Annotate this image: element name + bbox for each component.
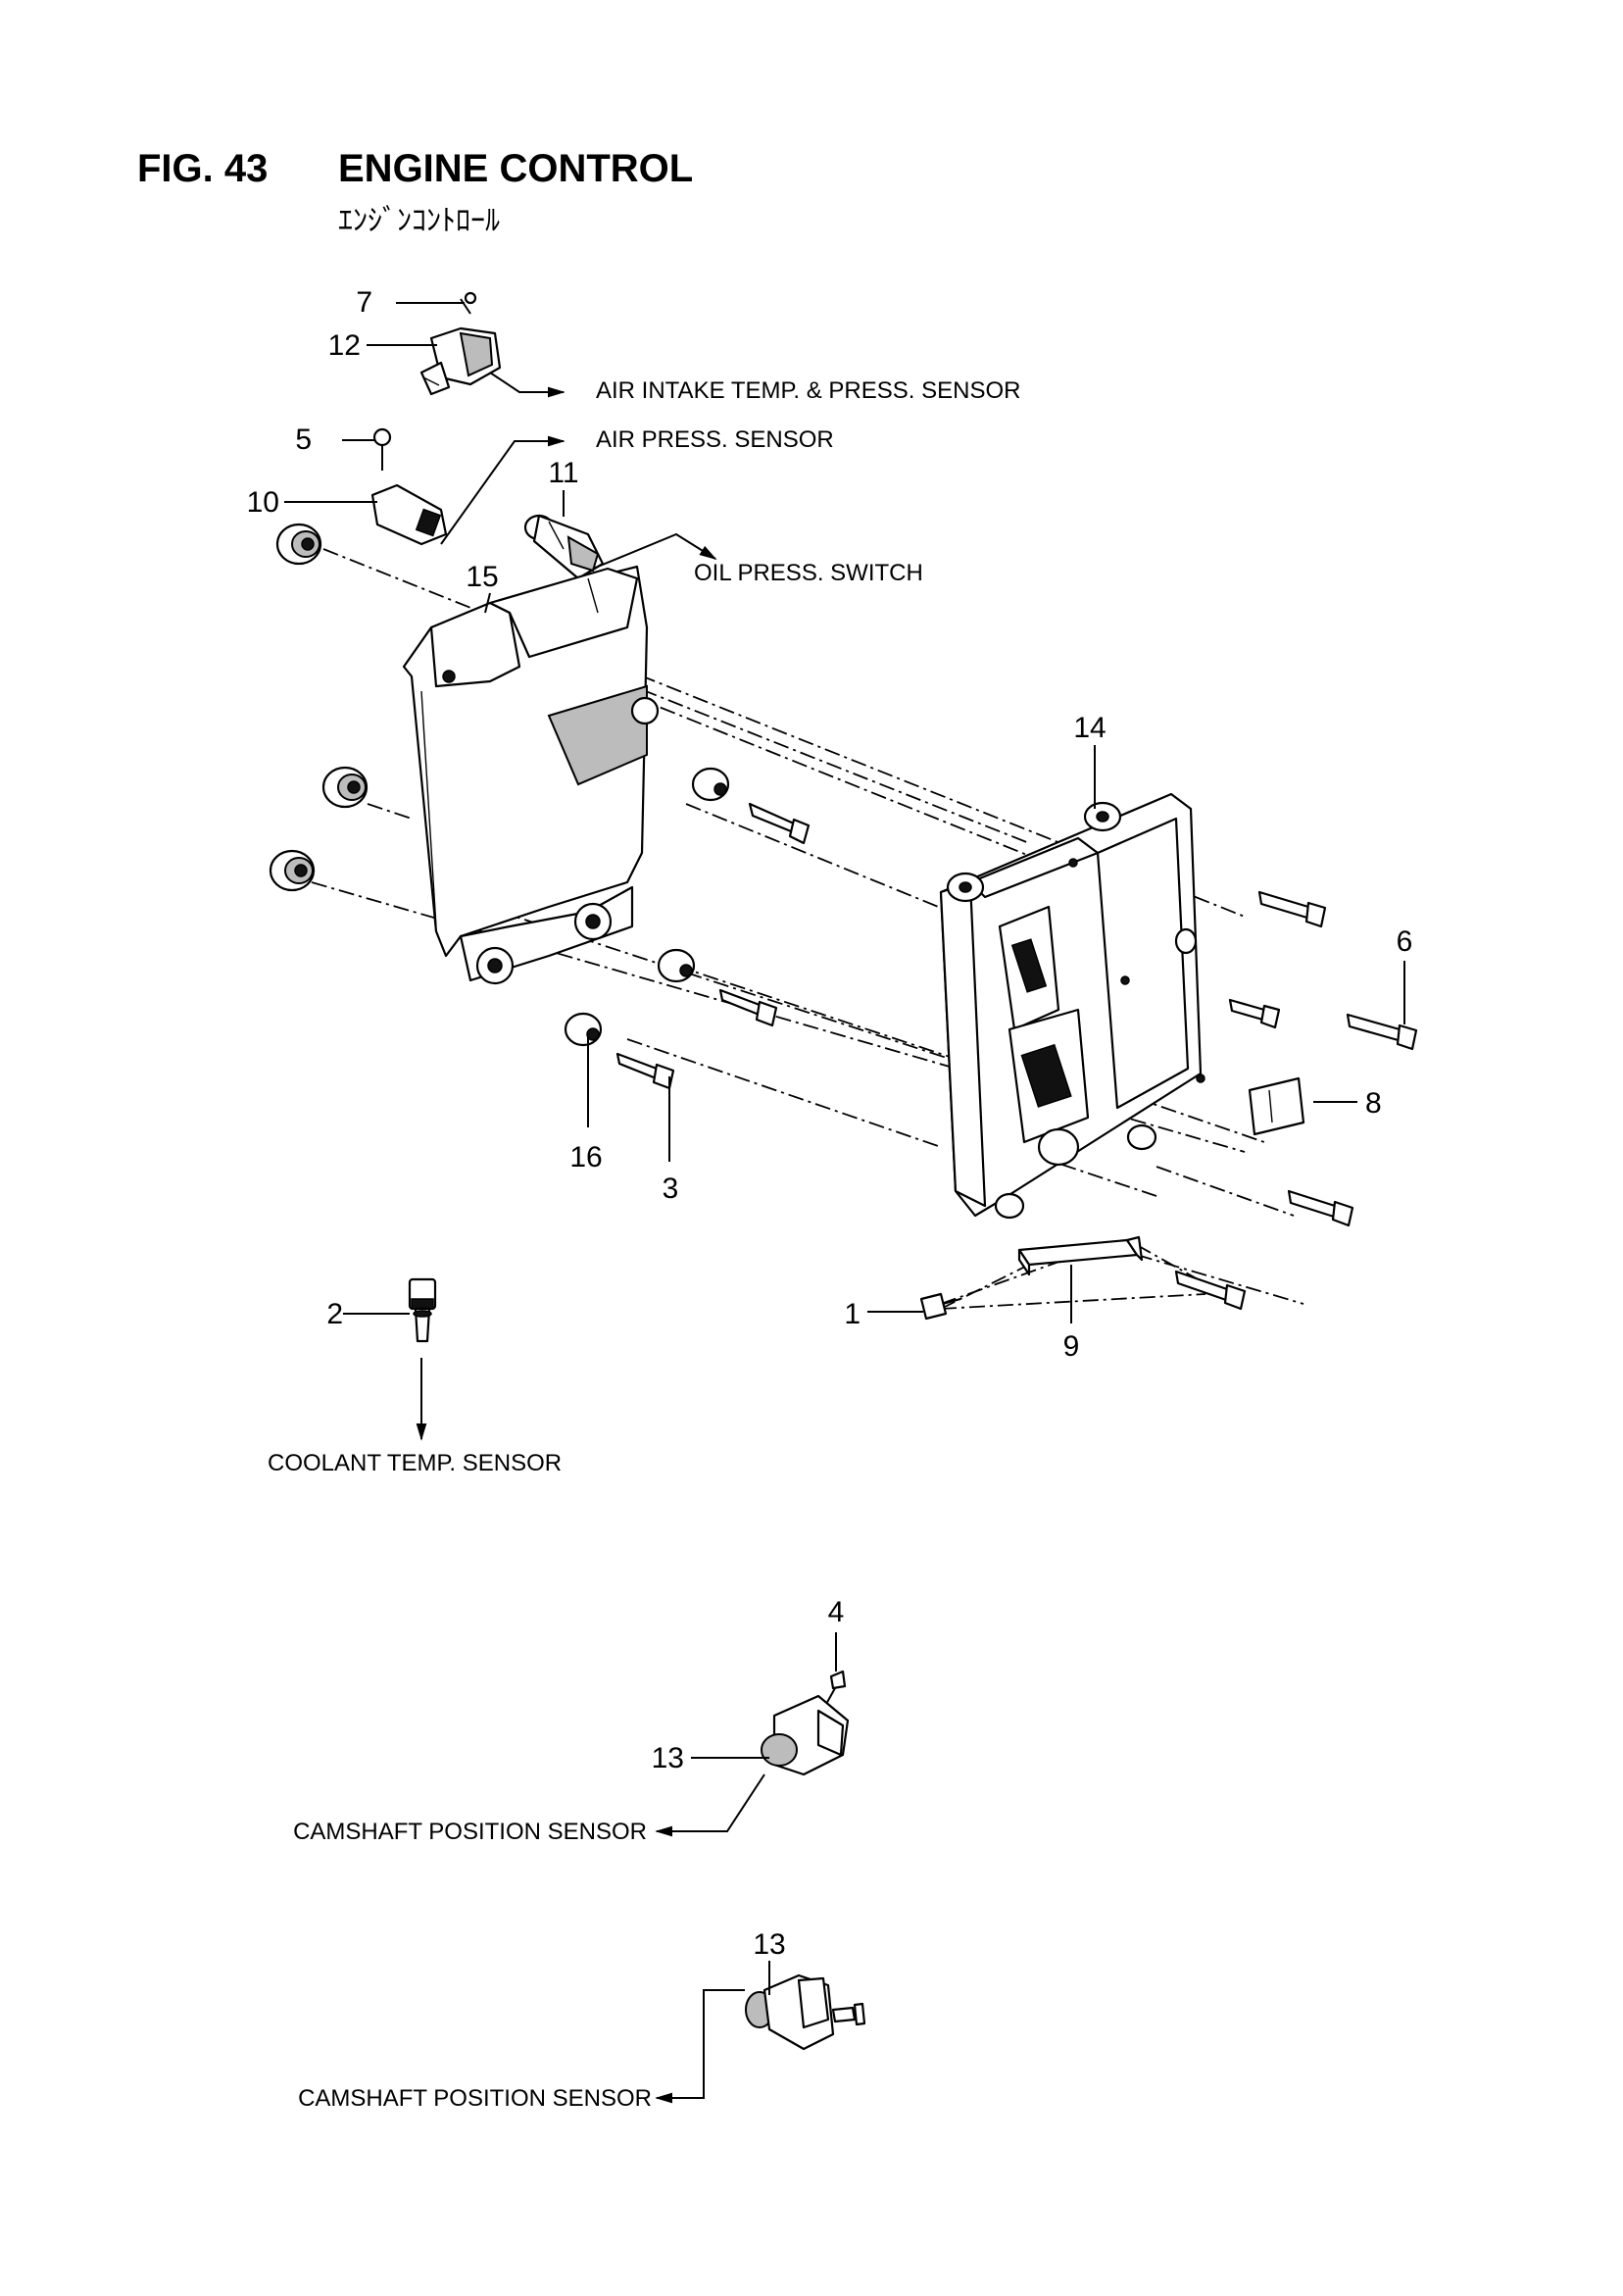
mount-rubber-1 bbox=[691, 767, 730, 802]
callout-7: 7 bbox=[356, 286, 372, 319]
callout-16: 16 bbox=[569, 1141, 602, 1173]
mount-rubber-16 bbox=[564, 1012, 603, 1047]
ecu-module-part bbox=[939, 792, 1205, 1220]
callout-15: 15 bbox=[466, 561, 498, 593]
bolt-1-part bbox=[919, 1292, 961, 1321]
coolant-sensor-part bbox=[408, 1277, 437, 1343]
callout-9: 9 bbox=[1063, 1330, 1080, 1363]
note-camshaft-sensor-upper: CAMSHAFT POSITION SENSOR bbox=[293, 1819, 647, 1845]
note-coolant-temp-sensor: COOLANT TEMP. SENSOR bbox=[268, 1450, 562, 1476]
callout-12: 12 bbox=[328, 329, 361, 362]
callout-13-lower: 13 bbox=[753, 1928, 785, 1961]
ecu-bracket-part bbox=[402, 565, 660, 985]
callout-6: 6 bbox=[1397, 925, 1413, 958]
callout-8: 8 bbox=[1365, 1087, 1382, 1120]
callout-3: 3 bbox=[663, 1173, 679, 1205]
callout-11: 11 bbox=[548, 457, 578, 489]
label-plate-part bbox=[1248, 1076, 1305, 1136]
callout-10: 10 bbox=[247, 486, 279, 519]
grommet-1 bbox=[275, 523, 322, 566]
camshaft-sensor-upper-part bbox=[761, 1670, 850, 1776]
figure-title: ENGINE CONTROL bbox=[338, 147, 694, 190]
note-air-intake-sensor: AIR INTAKE TEMP. & PRESS. SENSOR bbox=[596, 377, 1020, 404]
wire-bracket-part bbox=[1017, 1235, 1144, 1276]
air-press-sensor-part bbox=[370, 427, 448, 546]
air-intake-sensor-part bbox=[419, 291, 502, 396]
mount-rubber-2 bbox=[657, 948, 696, 983]
callout-13-upper: 13 bbox=[652, 1742, 684, 1774]
note-camshaft-sensor-lower: CAMSHAFT POSITION SENSOR bbox=[298, 2085, 652, 2112]
figure-number: FIG. 43 bbox=[137, 147, 269, 190]
bolt-3-set bbox=[615, 802, 811, 1090]
grommet-3 bbox=[269, 849, 316, 892]
callout-5: 5 bbox=[295, 424, 312, 456]
callout-14: 14 bbox=[1073, 712, 1106, 744]
camshaft-sensor-lower-part bbox=[745, 1973, 866, 2051]
figure-subtitle: ｴﾝｼﾞﾝｺﾝﾄﾛｰﾙ bbox=[338, 204, 500, 238]
note-air-press-sensor: AIR PRESS. SENSOR bbox=[596, 426, 834, 453]
callout-1: 1 bbox=[844, 1298, 861, 1330]
oil-press-switch-part bbox=[523, 514, 605, 580]
grommet-2 bbox=[321, 766, 369, 809]
note-oil-press-switch: OIL PRESS. SWITCH bbox=[694, 560, 923, 586]
callout-4: 4 bbox=[828, 1596, 845, 1628]
callout-2: 2 bbox=[326, 1298, 343, 1330]
bolt-6-set bbox=[1174, 890, 1418, 1311]
leader-lines bbox=[284, 302, 1405, 2104]
